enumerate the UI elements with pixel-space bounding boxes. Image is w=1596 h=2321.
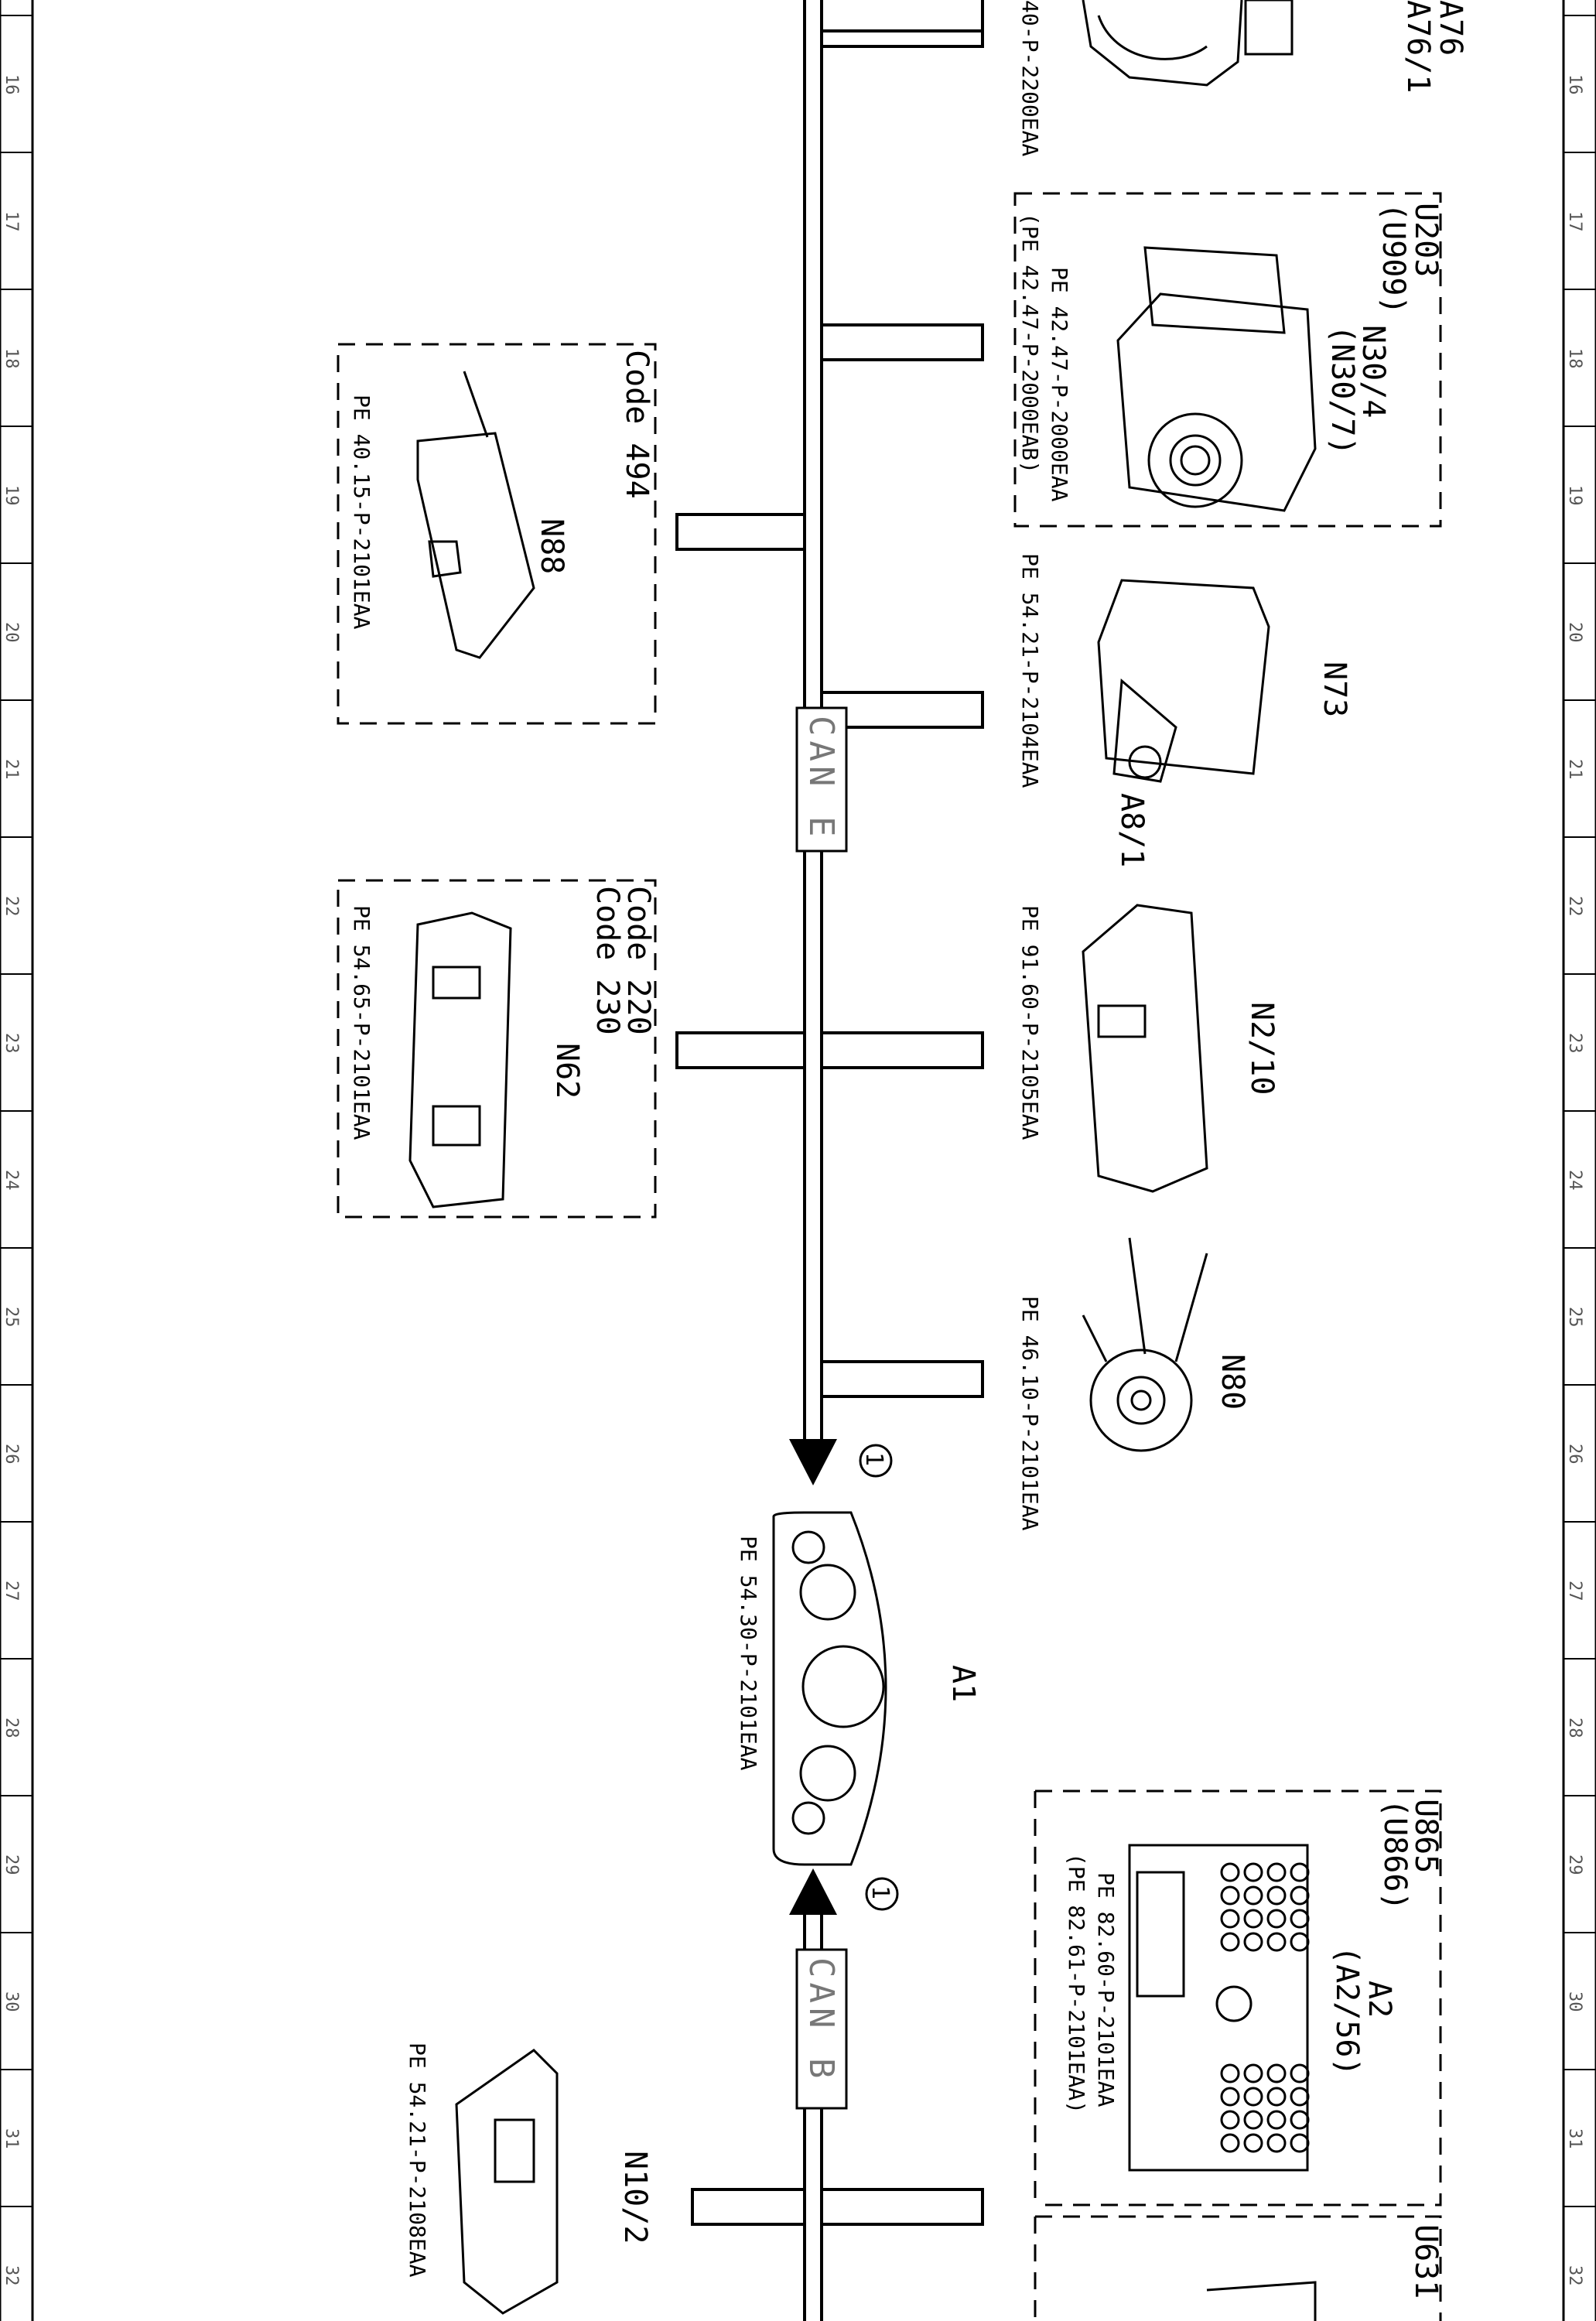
component-a76: A76 A76/1 40-P-2200EAA — [1017, 0, 1468, 156]
ruler-number: 19 — [2, 485, 21, 506]
a1-pe-ref: PE 54.30-P-2101EAA — [736, 1536, 761, 1771]
n80-label: N80 — [1215, 1354, 1250, 1410]
component-a2: U865 (U866) A2 (A2/56) PE 82.60-P-2101EA… — [1034, 1789, 1444, 2206]
a2-label-2: (A2/56) — [1329, 1946, 1365, 2077]
ruler-number: 18 — [1565, 348, 1584, 369]
ruler-number: 32 — [2, 2265, 21, 2286]
n10-2-pe-ref: PE 54.21-P-2108EAA — [405, 2042, 430, 2278]
ruler-number: 22 — [2, 896, 21, 917]
a2-box-label-2: (U866) — [1377, 1799, 1413, 1911]
n30-label: N30/4 — [1355, 325, 1391, 418]
n2-10-label: N2/10 — [1244, 1002, 1280, 1095]
ruler-number: 24 — [1565, 1170, 1584, 1191]
ruler-number: 17 — [2, 211, 21, 232]
a76-pe-ref: 40-P-2200EAA — [1017, 0, 1043, 156]
ruler-number: 29 — [2, 1854, 21, 1875]
n62-code-2: Code 230 — [590, 886, 625, 1035]
ruler-number: 23 — [1565, 1033, 1584, 1054]
n80-pe-ref: PE 46.10-P-2101EAA — [1017, 1296, 1043, 1531]
component-n62: Code 220 Code 230 N62 PE 54.65-P-2101EAA — [337, 879, 657, 1219]
connector-marker-bottom-text: 1 — [866, 1885, 894, 1899]
ruler-number: 21 — [2, 759, 21, 780]
a76-label-2: A76/1 — [1400, 0, 1436, 93]
ruler-number: 25 — [1565, 1307, 1584, 1328]
ruler-number: 28 — [1565, 1718, 1584, 1738]
u631-box-label: U631 — [1408, 2224, 1444, 2299]
component-n2-10: N2/10 PE 91.60-P-2105EAA — [1017, 904, 1280, 1193]
connector-marker-bottom — [865, 1877, 899, 1911]
a1-label: A1 — [945, 1665, 981, 1702]
component-a1: A1 PE 54.30-P-2101EAA — [736, 1511, 981, 1866]
a76-label: A76 — [1433, 0, 1468, 56]
component-n30-4: U203 (U909) N30/4 (N30/7) PE 42.47-P-200… — [1013, 192, 1444, 528]
ruler-number: 18 — [2, 348, 21, 369]
ruler-number: 25 — [2, 1307, 21, 1328]
ruler-number: 29 — [1565, 1854, 1584, 1875]
ruler-number: 16 — [1565, 74, 1584, 95]
n88-pe-ref: PE 40.15-P-2101EAA — [349, 395, 374, 630]
component-n73: N73 A8/1 PE 54.21-P-2104EAA — [1017, 553, 1352, 867]
n62-pe-ref: PE 54.65-P-2101EAA — [349, 905, 374, 1140]
ruler-number: 31 — [1565, 2128, 1584, 2149]
ruler-number: 26 — [2, 1444, 21, 1465]
n30-pe-ref: PE 42.47-P-2000EAA — [1047, 267, 1072, 502]
ruler-number: 30 — [2, 1991, 21, 2012]
component-n80: N80 PE 46.10-P-2101EAA — [1017, 1237, 1250, 1531]
can-e-bus: CAN E 1 — [675, 0, 984, 1485]
ruler-number: 22 — [1565, 896, 1584, 917]
component-n10-2: N10/2 PE 54.21-P-2108EAA — [405, 2042, 653, 2315]
ruler-number: 23 — [2, 1033, 21, 1054]
n30-box-label: U203 — [1408, 203, 1444, 277]
ruler-number: 21 — [1565, 759, 1584, 780]
ruler-number: 27 — [1565, 1581, 1584, 1601]
ruler-number: 20 — [2, 622, 21, 643]
ruler-number: 31 — [2, 2128, 21, 2149]
n30-pe-ref-2: (PE 42.47-P-2000EAB) — [1017, 213, 1043, 473]
ruler-number: 16 — [2, 74, 21, 95]
n10-2-label: N10/2 — [617, 2151, 653, 2244]
n62-code-1: Code 220 — [620, 886, 656, 1035]
n30-box-label-2: (U909) — [1376, 203, 1411, 315]
ruler-number: 28 — [2, 1718, 21, 1738]
can-b-label: CAN B — [801, 1957, 841, 2083]
n62-label: N62 — [549, 1043, 585, 1099]
can-b-bus: CAN B 1 — [691, 1868, 984, 2321]
component-n88: Code 494 N88 PE 40.15-P-2101EAA — [337, 343, 657, 725]
a2-pe-ref: PE 82.60-P-2101EAA — [1093, 1872, 1119, 2107]
ruler-number: 24 — [2, 1170, 21, 1191]
n2-10-pe-ref: PE 91.60-P-2105EAA — [1017, 905, 1043, 1140]
n88-code: Code 494 — [619, 350, 654, 499]
ruler-number: 20 — [1565, 622, 1584, 643]
component-u631: U631 — [1034, 2215, 1444, 2321]
ruler-right: 16 17 18 19 20 21 22 23 24 25 26 27 28 29 30 31 32 — [1565, 74, 1584, 2286]
ruler-number: 19 — [1565, 485, 1584, 506]
a2-pe-ref-2: (PE 82.61-P-2101EAA) — [1064, 1853, 1089, 2114]
n30-label-2: (N30/7) — [1324, 325, 1360, 456]
can-e-label: CAN E — [801, 716, 841, 841]
ruler-number: 17 — [1565, 211, 1584, 232]
ruler-number: 26 — [1565, 1444, 1584, 1465]
ruler-number: 27 — [2, 1581, 21, 1601]
n73-label: N73 — [1317, 661, 1352, 717]
connector-marker-top — [859, 1444, 893, 1478]
a2-box-label: U865 — [1408, 1799, 1444, 1873]
a2-label: A2 — [1362, 1981, 1397, 2018]
n88-label: N88 — [534, 518, 569, 574]
ruler-number: 30 — [1565, 1991, 1584, 2012]
ruler-left: 16 17 18 19 20 21 22 23 24 25 26 27 28 29 30 31 32 — [2, 74, 21, 2286]
ruler-number: 32 — [1565, 2265, 1584, 2286]
n73-label-2: A8/1 — [1114, 793, 1150, 867]
n73-pe-ref: PE 54.21-P-2104EAA — [1017, 553, 1043, 788]
connector-marker-top-text: 1 — [860, 1452, 887, 1466]
